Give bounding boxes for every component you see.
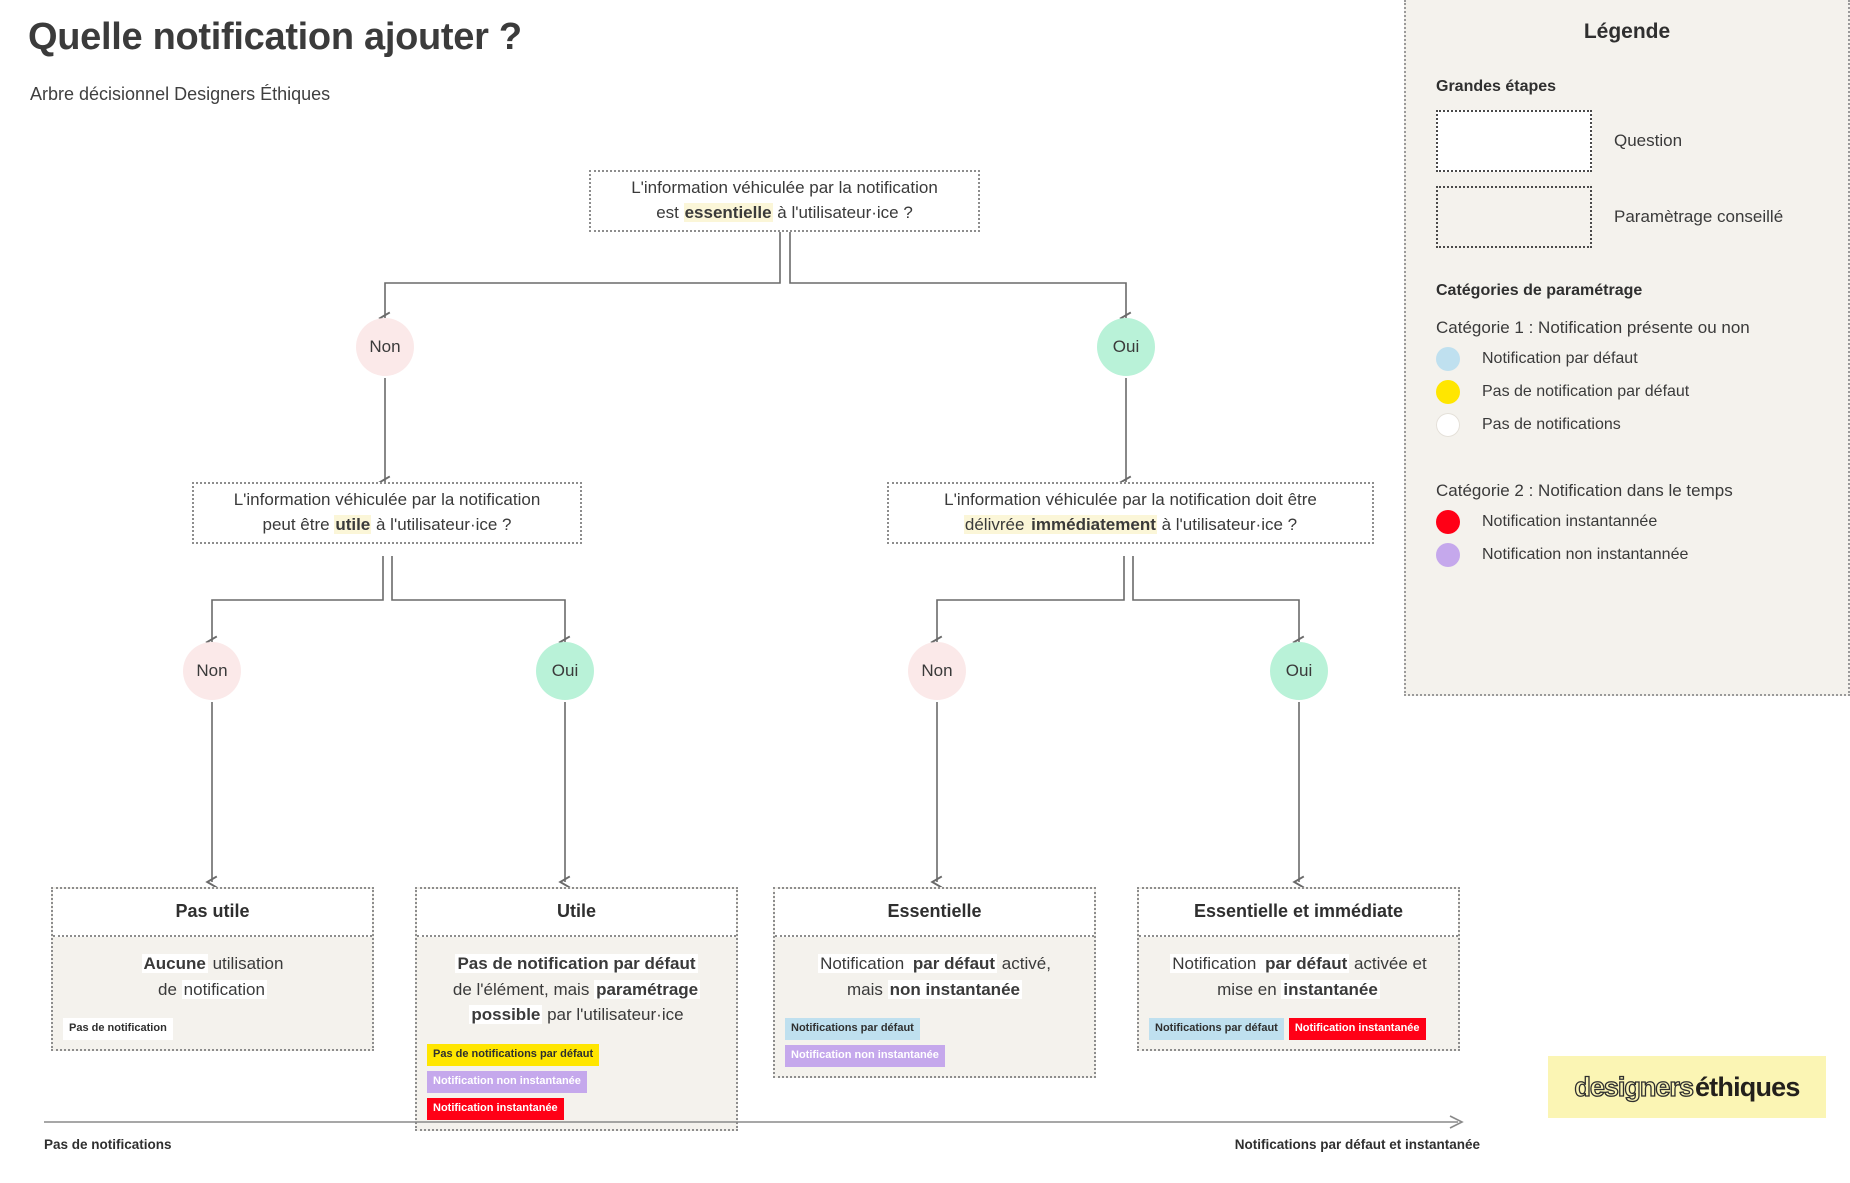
legend-item-notif-instantannee: Notification instantannée: [1436, 510, 1848, 534]
outcome-title: Utile: [417, 889, 736, 937]
outcome-card-essentielle[interactable]: Essentielle Notification par défaut acti…: [773, 887, 1096, 1078]
branch-circle-root-oui[interactable]: Oui: [1097, 318, 1155, 376]
legend-item-pas-notifications: Pas de notifications: [1436, 413, 1848, 437]
outcome-body-fragment: activé,: [997, 954, 1051, 973]
legend-dot-blue: [1436, 347, 1460, 371]
outcome-body-fragment: par défaut: [1263, 954, 1350, 973]
outcome-body-fragment: par l'utilisateur·ice: [542, 1005, 684, 1024]
legend-panel: Légende Grandes étapes Question Paramètr…: [1404, 0, 1850, 696]
outcome-body-fragment: activée et: [1349, 954, 1427, 973]
legend-section-head-categories: Catégories de paramétrage: [1436, 282, 1643, 299]
outcome-body-fragment: utilisation: [207, 954, 284, 973]
legend-label-parametrage: Paramètrage conseillé: [1614, 207, 1784, 226]
outcome-card-pas-utile[interactable]: Pas utile Aucune utilisation de notificat…: [51, 887, 374, 1051]
left-q-line1: L'information véhiculée par la notificat…: [233, 490, 541, 510]
branch-circle-immediate-non[interactable]: Non: [908, 642, 966, 700]
logo-designers-ethiques[interactable]: designers éthiques: [1548, 1056, 1826, 1118]
outcome-body-fragment: paramétrage: [594, 979, 701, 999]
outcome-card-utile[interactable]: Utile Pas de notification par défaut de l…: [415, 887, 738, 1131]
outcome-body-fragment: instantanée: [1281, 979, 1380, 999]
branch-circle-immediate-oui[interactable]: Oui: [1270, 642, 1328, 700]
outcome-body-fragment: Aucune: [141, 954, 208, 973]
outcome-body-fragment: de l'élément, mais: [452, 979, 595, 999]
axis-label-left: Pas de notifications: [44, 1137, 172, 1152]
legend-item-notif-non-instantannee: Notification non instantannée: [1436, 543, 1848, 567]
outcome-body-fragment: Notification: [1170, 954, 1264, 973]
legend-item-notif-defaut: Notification par défaut: [1436, 347, 1848, 371]
legend-section-head-etapes: Grandes étapes: [1436, 78, 1557, 95]
legend-dot-purple: [1436, 543, 1460, 567]
outcome-card-essentielle-immediate[interactable]: Essentielle et immédiate Notification pa…: [1137, 887, 1460, 1051]
category-tag: Notification instantanée: [427, 1097, 564, 1120]
category-tag: Notification non instantanée: [427, 1070, 587, 1093]
legend-title: Légende: [1583, 20, 1671, 43]
outcome-body-fragment: mais: [847, 979, 888, 999]
question-node-utile[interactable]: L'information véhiculée par la notificat…: [192, 482, 582, 544]
outcome-body: Pas de notification par défaut de l'éléme…: [417, 937, 736, 1034]
category-tag: Notifications par défaut: [785, 1018, 920, 1040]
branch-circle-utile-oui[interactable]: Oui: [536, 642, 594, 700]
page-subtitle: Arbre décisionnel Designers Éthiques: [30, 84, 331, 104]
axis-label-right: Notifications par défaut et instantanée: [1234, 1137, 1480, 1152]
legend-label-question: Question: [1614, 131, 1683, 150]
branch-circle-root-non[interactable]: Non: [356, 318, 414, 376]
category-tag: Notifications par défaut: [1149, 1018, 1284, 1040]
legend-spacer: [1406, 437, 1848, 463]
outcome-body-fragment: possible: [469, 1005, 543, 1024]
legend-category-2-label: Catégorie 2 : Notification dans le temps: [1436, 481, 1733, 500]
outcome-body-fragment: notification: [181, 979, 267, 999]
left-q-line2-pre: peut être: [262, 515, 335, 534]
outcome-title: Pas utile: [53, 889, 372, 937]
legend-item-question: Question: [1436, 110, 1848, 172]
logo-part-ethiques: éthiques: [1694, 1071, 1800, 1102]
legend-label-pas-notif-defaut: Pas de notification par défaut: [1482, 383, 1690, 400]
outcome-body-fragment: mise en: [1217, 979, 1282, 999]
legend-dot-red: [1436, 510, 1460, 534]
legend-item-parametrage: Paramètrage conseillé: [1436, 186, 1848, 248]
legend-label-notif-non-instantannee: Notification non instantannée: [1482, 546, 1689, 563]
root-q-line2-post: à l'utilisateur·ice ?: [772, 203, 913, 222]
outcome-body: Aucune utilisation de notification: [53, 937, 372, 1008]
category-tag: Notification non instantanée: [785, 1045, 945, 1067]
page-title: Quelle notification ajouter ?: [28, 16, 522, 58]
outcome-body: Notification par défaut activée et mise e…: [1139, 937, 1458, 1008]
left-q-highlight: utile: [334, 515, 372, 534]
category-tag: Pas de notification: [63, 1018, 173, 1040]
right-q-line1: L'information véhiculée par la notificat…: [944, 490, 1317, 510]
question-node-root[interactable]: L'information véhiculée par la notificat…: [589, 170, 980, 232]
root-q-highlight: essentielle: [683, 203, 773, 222]
outcome-title: Essentielle et immédiate: [1139, 889, 1458, 937]
outcome-tags: Pas de notification: [53, 1008, 372, 1049]
outcome-body-fragment: de: [158, 979, 182, 999]
category-tag: Pas de notifications par défaut: [427, 1043, 600, 1066]
category-tag: Notification instantanée: [1288, 1018, 1426, 1040]
outcome-body-fragment: par défaut: [910, 954, 998, 973]
branch-circle-utile-non[interactable]: Non: [183, 642, 241, 700]
legend-swatch-question: [1436, 110, 1592, 172]
right-q-line2-post: à l'utilisateur·ice ?: [1156, 515, 1298, 534]
root-q-line1: L'information véhiculée par la notificat…: [631, 178, 938, 198]
legend-dot-white: [1436, 413, 1460, 437]
left-q-line2-post: à l'utilisateur·ice ?: [371, 515, 512, 534]
outcome-body-fragment: Notification: [818, 954, 911, 973]
outcome-body: Notification par défaut activé, mais non …: [775, 937, 1094, 1008]
right-q-line2-pre: délivrée: [963, 515, 1031, 534]
logo-part-designers: designers: [1574, 1071, 1695, 1102]
root-q-line2-pre: est: [656, 203, 684, 222]
legend-swatch-parametrage: [1436, 186, 1592, 248]
question-node-immediate[interactable]: L'information véhiculée par la notificat…: [887, 482, 1374, 544]
legend-label-notif-defaut: Notification par défaut: [1482, 350, 1638, 367]
outcome-title: Essentielle: [775, 889, 1094, 937]
legend-item-pas-notif-defaut: Pas de notification par défaut: [1436, 380, 1848, 404]
legend-label-notif-instantannee: Notification instantannée: [1482, 513, 1658, 530]
outcome-body-fragment: Pas de notification par défaut: [455, 954, 698, 973]
right-q-highlight: immédiatement: [1030, 515, 1157, 534]
legend-category-1-label: Catégorie 1 : Notification présente ou n…: [1436, 318, 1750, 337]
legend-label-pas-notifications: Pas de notifications: [1482, 416, 1621, 433]
outcome-body-fragment: non instantanée: [887, 979, 1022, 999]
legend-dot-yellow: [1436, 380, 1460, 404]
